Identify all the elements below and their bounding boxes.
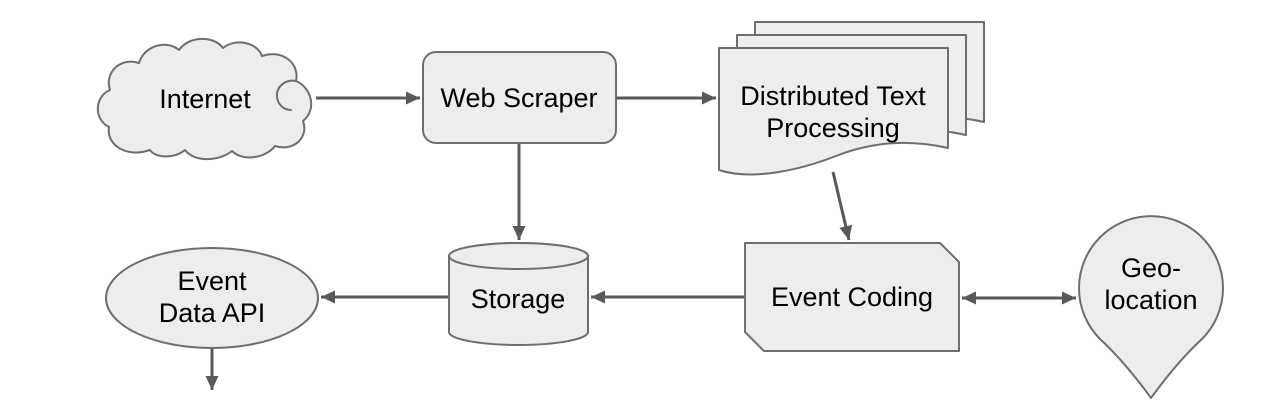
event-coding-shape (744, 242, 960, 352)
geo-location-label: Geo- location (1104, 252, 1197, 316)
label-line: location (1104, 285, 1198, 315)
label-line: Event (177, 266, 247, 296)
event-coding-label: Event Coding (770, 282, 934, 312)
label-line: Data API (158, 298, 266, 328)
event-data-api-label: Event Data API (159, 265, 266, 329)
document-front (718, 47, 949, 176)
web-scraper-label: Web Scraper (440, 83, 598, 113)
geo-location-pin-shape (1078, 215, 1224, 399)
internet-cloud-shape (96, 37, 313, 161)
edge-distributed-text-processing-to-event-coding (831, 171, 853, 241)
label-line: Processing (766, 113, 900, 143)
storage-cylinder-top (448, 242, 589, 270)
event-data-api-ellipse (105, 247, 319, 349)
storage-label: Storage (470, 284, 566, 314)
distributed-text-processing-label: Distributed Text Processing (740, 80, 926, 144)
internet-label: Internet (159, 84, 251, 114)
label-line: Geo- (1120, 253, 1182, 283)
cloud-inner-curl (275, 79, 297, 111)
label-line: Distributed Text (740, 81, 926, 111)
